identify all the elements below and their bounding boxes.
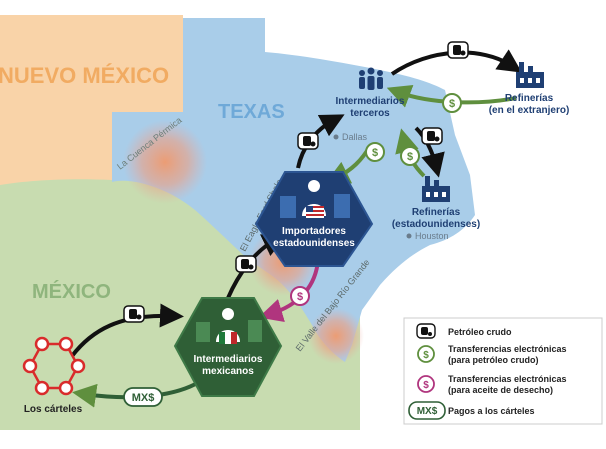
dollar-wire-icon: $: [400, 146, 420, 166]
foreign-refineries-label-2: (en el extranjero): [489, 105, 570, 116]
svg-text:$: $: [297, 291, 303, 303]
region-label-texas: TEXAS: [218, 101, 285, 123]
people-group-icon: [359, 67, 383, 90]
us-flag-icon: [306, 206, 324, 218]
us-importers-label-1: Importadores: [282, 226, 346, 237]
legend-wire-waste-label-1: Transferencias electrónicas: [448, 374, 567, 384]
legend-item-wire-waste: $ Transferencias electrónicas (para acei…: [417, 374, 567, 395]
legend-item-cartel-pay: MX$ Pagos a los cárteles: [408, 401, 535, 420]
oil-barrel-icon: [421, 127, 443, 145]
foreign-refineries-label-1: Refinerías: [505, 93, 554, 104]
third-party-label-1: Intermediarios: [336, 96, 405, 107]
dollar-wire-icon: $: [365, 142, 385, 162]
region-label-mexico: MÉXICO: [32, 280, 111, 303]
legend-wire-crude-label-2: (para petróleo crudo): [448, 355, 539, 365]
refinery-icon: [422, 176, 450, 202]
mxs-payment-tag: MX$: [123, 387, 163, 407]
city-dallas: Dallas: [342, 132, 368, 142]
svg-text:$: $: [407, 151, 413, 163]
cartels-label: Los cárteles: [24, 404, 83, 415]
houston-dot: [406, 233, 412, 239]
legend-crude-label: Petróleo crudo: [448, 327, 512, 337]
us-importers-node: Importadores estadounidenses: [254, 171, 374, 267]
legend: Petróleo crudo $ Transferencias electrón…: [403, 317, 603, 425]
legend-wire-waste-label-2: (para aceite de desecho): [448, 385, 553, 395]
region-new-mexico: [0, 15, 183, 185]
us-importers-label-2: estadounidenses: [273, 238, 355, 249]
legend-cartel-pay-label: Pagos a los cárteles: [448, 406, 535, 416]
mx-intermediaries-node: Intermediarios mexicanos: [173, 297, 283, 397]
oil-barrel-icon: [416, 323, 436, 339]
dallas-dot: [333, 134, 339, 140]
dollar-wire-icon: $: [442, 93, 462, 113]
mexico-flag-icon: [219, 332, 237, 344]
basin-permian: La Cuenca Pérmica: [115, 115, 207, 204]
legend-item-crude: Petróleo crudo: [416, 323, 512, 339]
cartels-network-icon: [22, 336, 86, 396]
svg-text:MX$: MX$: [417, 406, 438, 417]
us-refineries-label-1: Refinerías: [412, 207, 461, 218]
svg-text:MX$: MX$: [132, 392, 155, 404]
building-icon: [280, 194, 350, 218]
third-party-label-2: terceros: [350, 108, 390, 119]
legend-item-wire-crude: $ Transferencias electrónicas (para petr…: [417, 344, 567, 365]
legend-wire-crude-label-1: Transferencias electrónicas: [448, 344, 567, 354]
svg-text:$: $: [372, 147, 378, 159]
oil-barrel-icon: [297, 132, 319, 150]
oil-barrel-icon: [447, 41, 469, 59]
svg-text:$: $: [423, 350, 429, 361]
oil-barrel-icon: [235, 255, 257, 273]
flow-arrow-crude-cartels: [70, 303, 184, 358]
svg-text:$: $: [449, 98, 455, 110]
us-refineries-label-2: (estadounidenses): [392, 219, 480, 230]
city-houston: Houston: [415, 231, 449, 241]
mx-intermediaries-label-1: Intermediarios: [194, 354, 263, 365]
oil-barrel-icon: [123, 305, 145, 323]
region-label-new-mexico: NUEVO MÉXICO: [0, 63, 169, 88]
refinery-icon: [516, 62, 544, 88]
mx-intermediaries-label-2: mexicanos: [202, 366, 254, 377]
svg-text:$: $: [423, 380, 429, 391]
dollar-waste-icon: $: [290, 286, 310, 306]
building-icon: [196, 320, 262, 342]
